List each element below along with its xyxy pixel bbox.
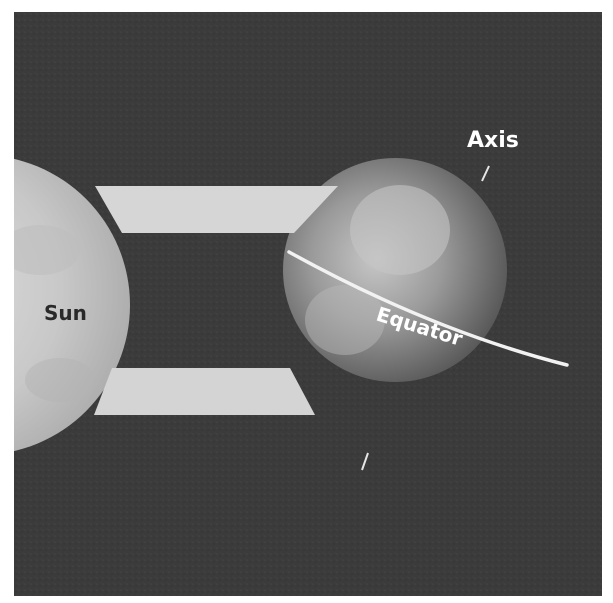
sun-mottle — [25, 358, 95, 402]
earth-landmass — [350, 185, 450, 275]
sunlight-beam-lower — [94, 368, 315, 415]
axis-label: Axis — [467, 128, 519, 153]
sun-label: Sun — [44, 301, 87, 325]
sun-mottle — [0, 225, 80, 275]
